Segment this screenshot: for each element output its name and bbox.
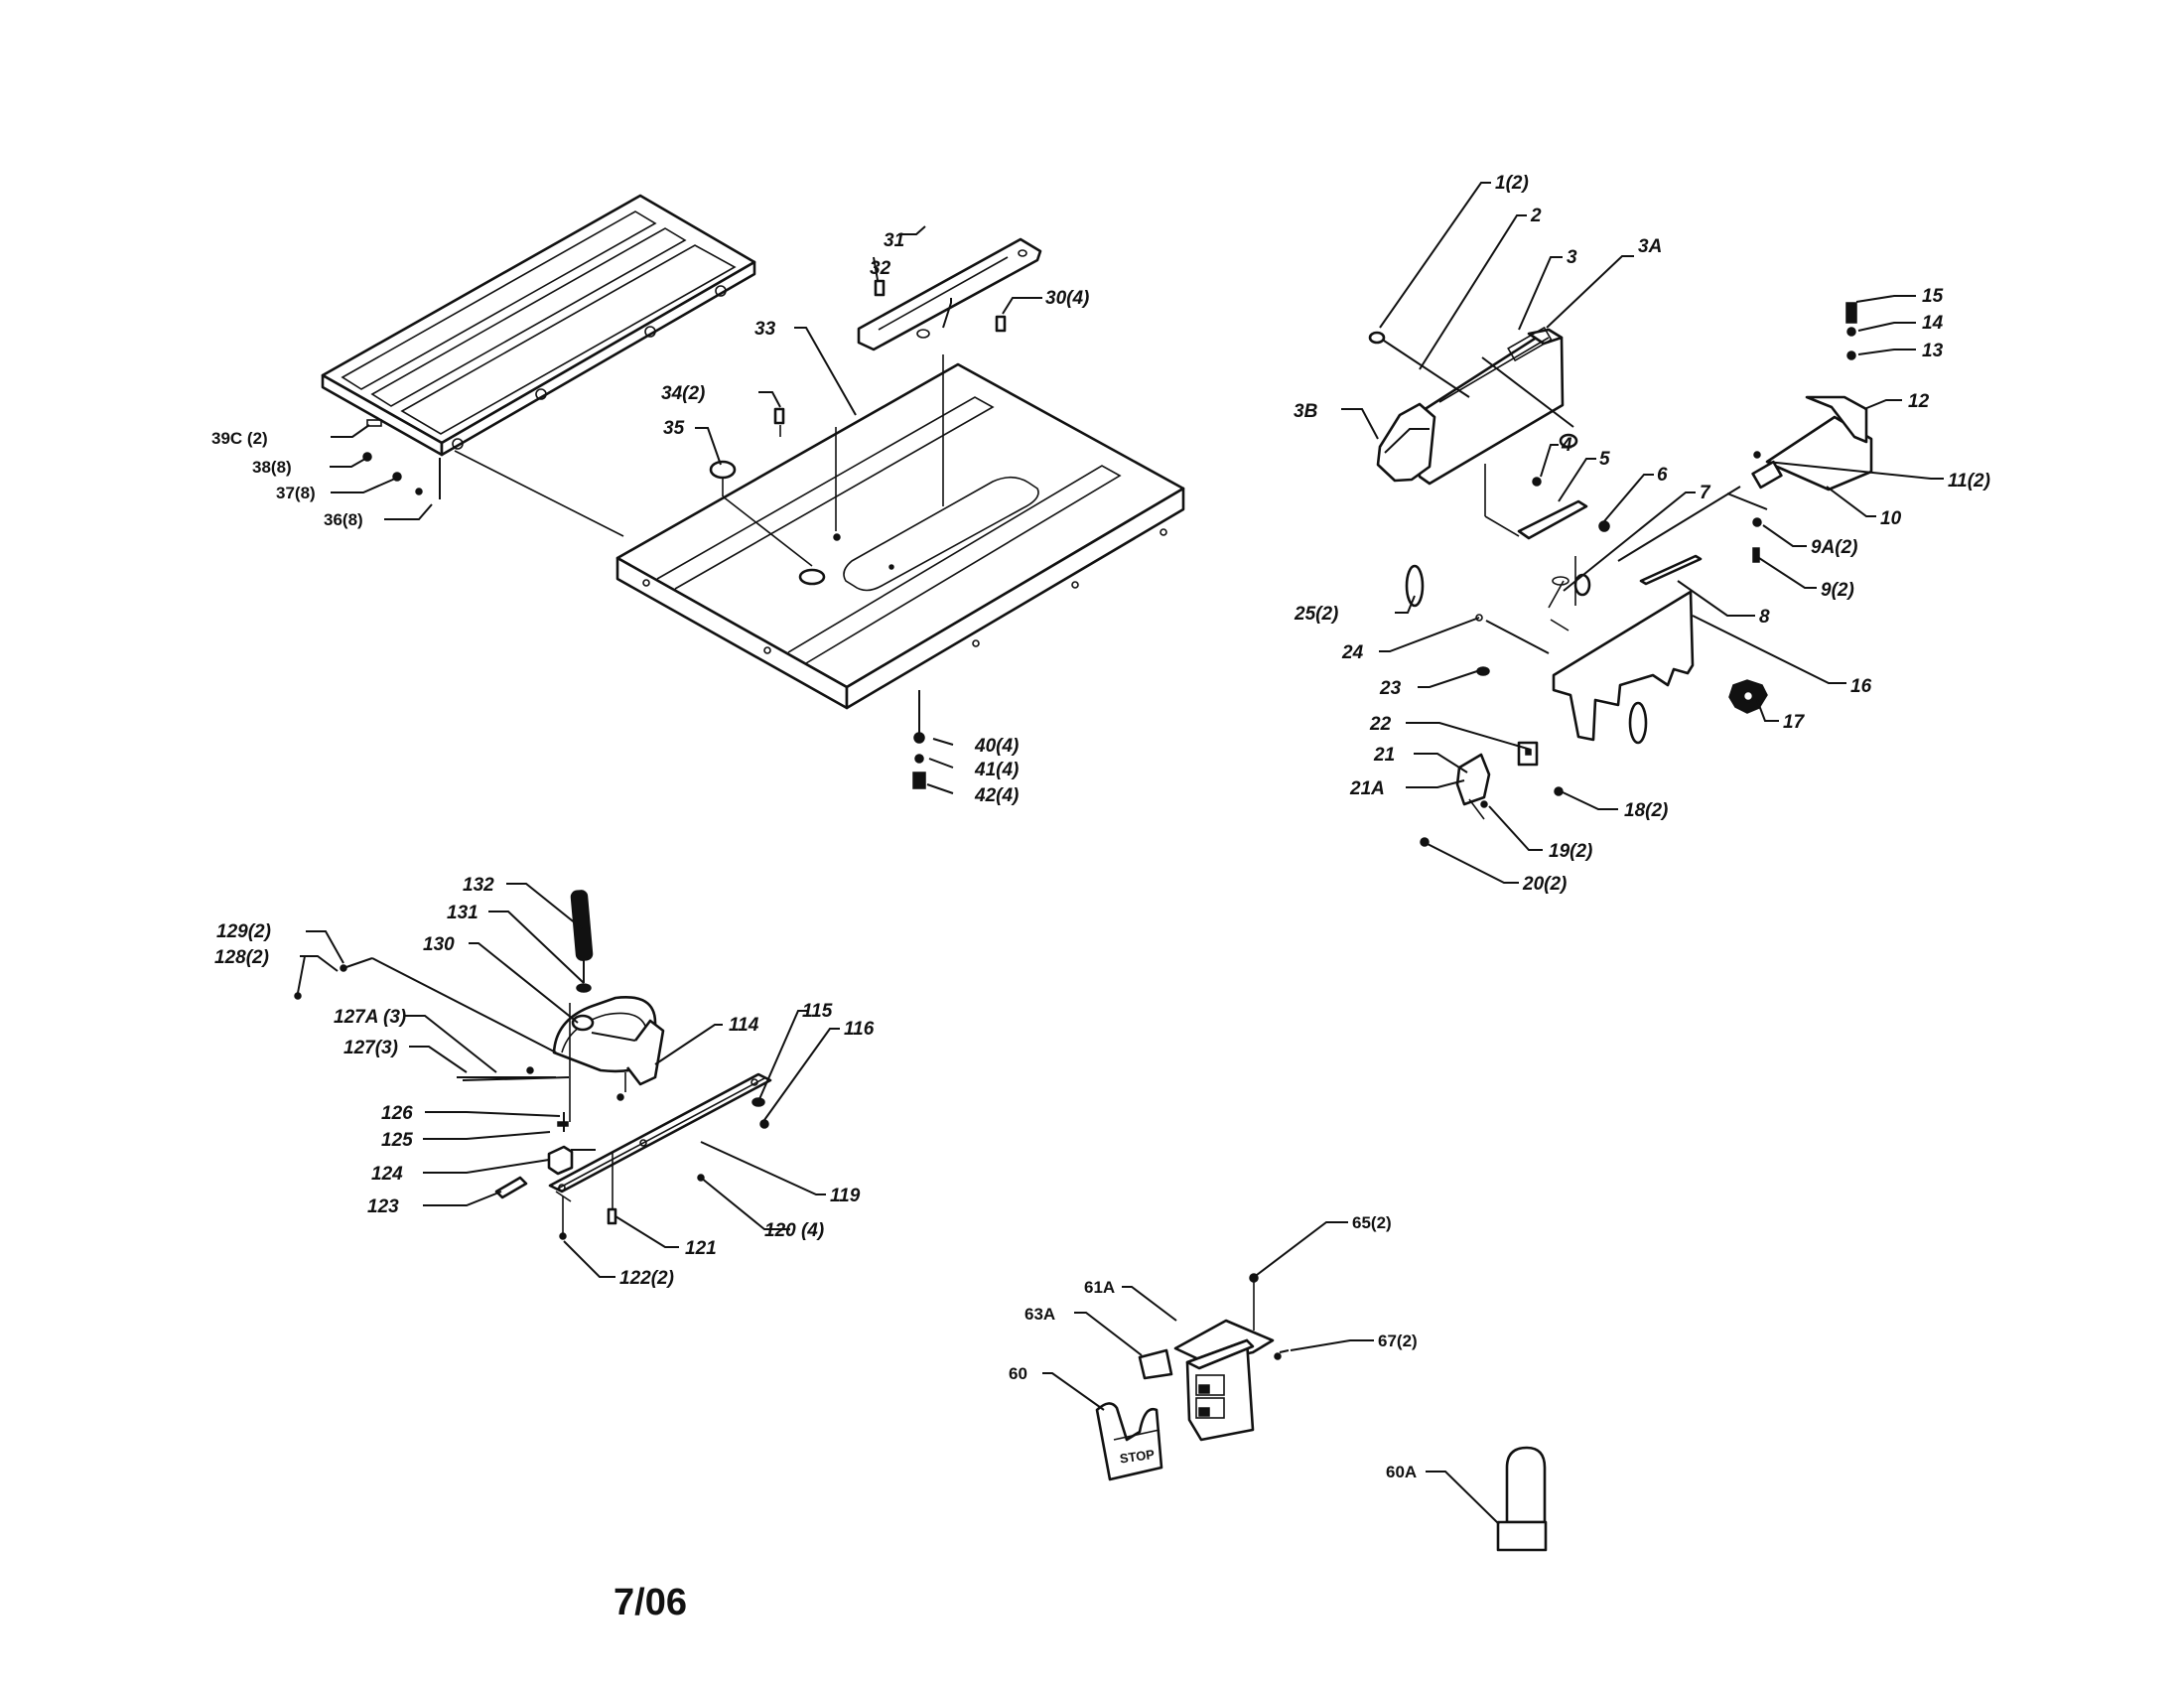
label-1: 1(2): [1495, 173, 1529, 194]
label-19: 19(2): [1549, 841, 1592, 862]
label-7: 7: [1700, 483, 1711, 503]
switch-assembly: [1138, 1273, 1290, 1442]
label-5: 5: [1599, 449, 1610, 470]
table-extension: [321, 194, 756, 457]
miter-bar: [548, 1072, 772, 1193]
label-15: 15: [1922, 286, 1944, 307]
date-code: 7/06: [614, 1582, 687, 1623]
label-37: 37(8): [276, 484, 316, 502]
stop-text: STOP: [1119, 1447, 1156, 1467]
label-14: 14: [1922, 313, 1944, 334]
label-61a: 61A: [1084, 1278, 1115, 1297]
leader-lines: [297, 182, 1944, 1525]
label-130: 130: [423, 934, 455, 955]
label-18: 18(2): [1624, 800, 1668, 821]
label-33: 33: [754, 319, 776, 340]
label-42: 42(4): [974, 785, 1019, 806]
label-9: 9(2): [1821, 580, 1854, 601]
label-9a: 9A(2): [1811, 537, 1858, 558]
label-129: 129(2): [216, 921, 271, 942]
saw-table: [615, 362, 1185, 710]
callout-labels: 39C (2) 38(8) 37(8) 36(8) 31 32 30(4) 33…: [211, 173, 1990, 1481]
label-131: 131: [447, 903, 478, 923]
miter-small-parts: [294, 957, 617, 1240]
extension-fasteners: [362, 450, 624, 537]
label-3b: 3B: [1294, 401, 1318, 422]
label-132: 132: [463, 875, 494, 896]
label-24: 24: [1341, 642, 1364, 663]
label-6: 6: [1657, 465, 1668, 486]
stop-paddle: STOP: [1095, 1402, 1163, 1481]
label-8: 8: [1759, 607, 1770, 628]
miter-gauge: [526, 890, 665, 1122]
label-23: 23: [1379, 678, 1402, 699]
label-122: 122(2): [619, 1268, 674, 1289]
label-125: 125: [381, 1130, 413, 1151]
label-2: 2: [1530, 206, 1542, 226]
label-121: 121: [685, 1238, 717, 1259]
label-127a: 127A (3): [334, 1007, 406, 1028]
label-41: 41(4): [974, 760, 1019, 780]
table-insert: [857, 237, 1042, 506]
label-12: 12: [1908, 391, 1930, 412]
label-128: 128(2): [214, 947, 269, 968]
label-22: 22: [1369, 714, 1392, 735]
label-119: 119: [830, 1186, 861, 1206]
label-40: 40(4): [974, 736, 1019, 757]
label-124: 124: [371, 1164, 403, 1185]
label-63a: 63A: [1024, 1305, 1055, 1324]
switch-key: [1496, 1446, 1548, 1552]
label-31: 31: [884, 230, 904, 251]
fence-body: [1405, 564, 1768, 847]
label-32: 32: [870, 258, 891, 279]
label-35: 35: [663, 418, 685, 439]
label-3: 3: [1567, 247, 1577, 268]
label-20: 20(2): [1522, 874, 1567, 895]
label-127: 127(3): [343, 1038, 398, 1058]
label-13: 13: [1922, 341, 1944, 361]
rip-fence: [1368, 326, 1741, 606]
label-11: 11(2): [1948, 471, 1990, 491]
table-small-parts: [709, 279, 1007, 789]
label-25: 25(2): [1294, 604, 1338, 625]
label-36: 36(8): [324, 510, 363, 529]
label-21a: 21A: [1349, 778, 1385, 799]
label-120: 120 (4): [764, 1220, 824, 1241]
label-34: 34(2): [661, 383, 705, 404]
label-60: 60: [1009, 1364, 1027, 1383]
label-17: 17: [1783, 712, 1806, 733]
label-65: 65(2): [1352, 1213, 1392, 1232]
label-123: 123: [367, 1196, 399, 1217]
label-126: 126: [381, 1103, 413, 1124]
label-16: 16: [1850, 676, 1872, 697]
fence-lock-assembly: [1726, 302, 1873, 563]
label-116: 116: [844, 1019, 875, 1040]
label-39c: 39C (2): [211, 429, 268, 448]
label-4: 4: [1561, 435, 1572, 456]
label-21: 21: [1373, 745, 1395, 766]
label-38: 38(8): [252, 458, 292, 477]
label-3a: 3A: [1638, 236, 1662, 257]
label-67: 67(2): [1378, 1332, 1418, 1350]
label-114: 114: [729, 1015, 759, 1036]
label-115: 115: [802, 1001, 833, 1022]
label-60a: 60A: [1386, 1463, 1417, 1481]
label-10: 10: [1880, 508, 1902, 529]
label-30: 30(4): [1045, 288, 1089, 309]
